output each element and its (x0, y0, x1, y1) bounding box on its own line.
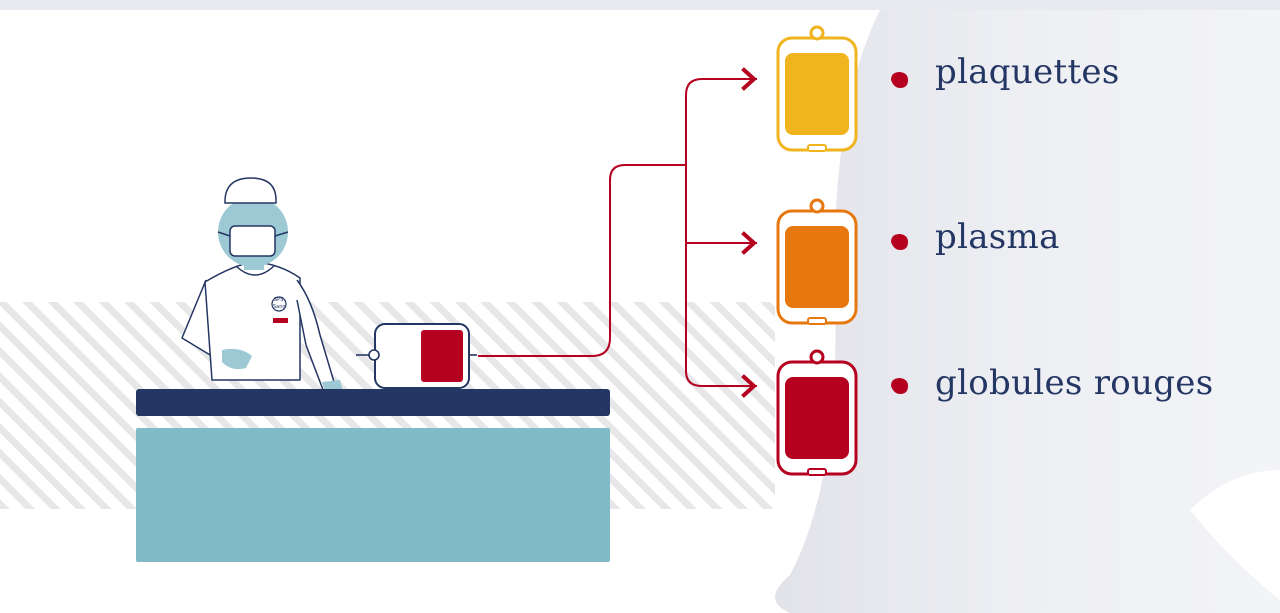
top-bar (0, 0, 1280, 10)
connector-lines (478, 78, 757, 387)
bag-plasma (776, 198, 858, 325)
bag-plaquettes (776, 25, 858, 152)
table-top (136, 389, 610, 416)
bag-globules-rouges (776, 349, 858, 476)
bullet-drop-icon (891, 234, 908, 250)
label-plasma: plasma (935, 217, 1060, 257)
badge-text-line2: Sang (273, 304, 286, 310)
bullet-drop-icon (891, 72, 908, 88)
label-globules-rouges: globules rouges (935, 363, 1214, 403)
arrow-heads (741, 67, 757, 398)
grey-bubble (775, 10, 1280, 613)
table-body (136, 428, 610, 562)
badge-text-line1: SPS (274, 297, 284, 303)
blood-bag-whole (356, 323, 477, 389)
label-plaquettes: plaquettes (935, 52, 1120, 92)
nurse-figure (181, 177, 345, 402)
bullet-drop-icon (891, 378, 908, 394)
